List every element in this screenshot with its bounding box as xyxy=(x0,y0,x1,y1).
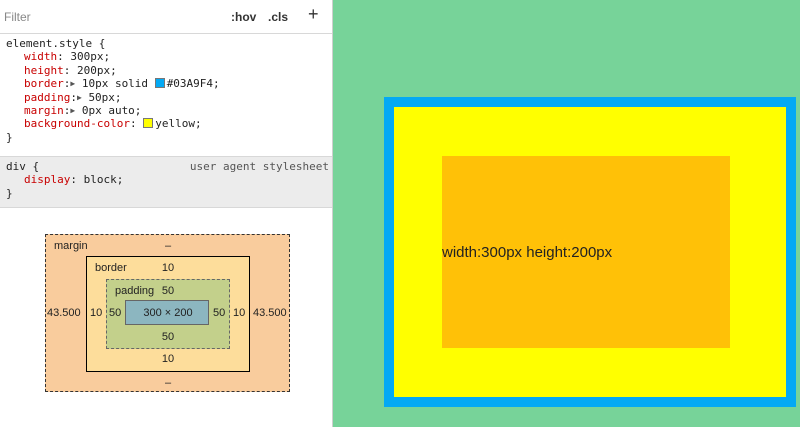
rule-selector: element.style { xyxy=(6,37,106,50)
color-swatch-icon[interactable] xyxy=(154,78,165,89)
declaration-display: display: block; xyxy=(24,173,124,187)
border-left-value[interactable]: 10 xyxy=(90,307,103,319)
cls-toggle-button[interactable]: .cls xyxy=(268,10,289,24)
declaration-margin[interactable]: margin:▶ 0px auto; xyxy=(24,104,142,118)
hov-toggle-button[interactable]: :hov xyxy=(231,10,257,24)
property-value-color[interactable]: yellow; xyxy=(155,117,202,131)
property-name: background-color xyxy=(24,117,130,131)
border-right-value[interactable]: 10 xyxy=(233,307,246,319)
new-style-rule-button[interactable]: + xyxy=(308,4,319,24)
rule-close-brace: } xyxy=(6,130,13,144)
property-value-color[interactable]: #03A9F4; xyxy=(166,77,220,91)
expand-triangle-icon[interactable]: ▶ xyxy=(70,106,76,116)
property-value[interactable]: 50px; xyxy=(88,90,122,104)
preview-text: width:300px height:200px xyxy=(442,244,613,261)
styles-filter-bar: :hov .cls + xyxy=(0,0,332,34)
rule-source-label: user agent stylesheet xyxy=(189,160,329,173)
rule-selector: div { xyxy=(6,160,40,173)
declaration-background-color[interactable]: background-color: yellow; xyxy=(24,117,202,131)
expand-triangle-icon[interactable]: ▶ xyxy=(76,92,82,102)
margin-bottom-value[interactable]: – xyxy=(164,377,172,389)
padding-right-value[interactable]: 50 xyxy=(213,307,226,319)
border-top-value[interactable]: 10 xyxy=(161,262,175,274)
style-rules: element.style { width: 300px; height: 20… xyxy=(0,34,332,208)
property-name: display xyxy=(24,173,71,187)
border-label: border xyxy=(95,262,127,274)
content-size-value[interactable]: 300 × 200 xyxy=(143,307,193,319)
preview-content-area xyxy=(442,156,730,348)
property-value: block; xyxy=(83,173,124,187)
declaration-border[interactable]: border:▶ 10px solid #03A9F4; xyxy=(24,77,220,91)
declaration-height[interactable]: height: 200px; xyxy=(24,63,117,77)
margin-top-value[interactable]: – xyxy=(164,240,172,252)
expand-triangle-icon[interactable]: ▶ xyxy=(70,79,76,89)
user-agent-div-rule: div { user agent stylesheet display: blo… xyxy=(0,156,332,208)
property-name: border xyxy=(24,77,64,91)
padding-bottom-value[interactable]: 50 xyxy=(161,331,175,343)
filter-input[interactable] xyxy=(4,10,204,24)
declaration-width[interactable]: width: 300px; xyxy=(24,50,111,64)
devtools-styles-pane: :hov .cls + element.style { width: 300px… xyxy=(0,0,333,427)
property-name: padding xyxy=(24,90,71,104)
property-name: width xyxy=(24,50,58,64)
property-name: height xyxy=(24,63,64,77)
padding-left-value[interactable]: 50 xyxy=(109,307,122,319)
padding-label: padding xyxy=(115,285,155,297)
padding-top-value[interactable]: 50 xyxy=(161,285,175,297)
margin-label: margin xyxy=(54,240,88,252)
margin-left-value[interactable]: 43.500 xyxy=(47,307,81,319)
border-bottom-value[interactable]: 10 xyxy=(161,353,175,365)
property-value[interactable]: 10px solid xyxy=(81,77,155,91)
margin-right-value[interactable]: 43.500 xyxy=(253,307,287,319)
color-swatch-icon[interactable] xyxy=(143,118,154,129)
rule-close-brace: } xyxy=(6,186,13,200)
property-name: margin xyxy=(24,104,64,118)
box-model-content[interactable] xyxy=(125,300,209,325)
element-style-rule[interactable]: element.style { width: 300px; height: 20… xyxy=(0,34,332,156)
declaration-padding[interactable]: padding:▶ 50px; xyxy=(24,90,122,104)
property-value[interactable]: 200px; xyxy=(77,63,117,77)
property-value[interactable]: 0px auto; xyxy=(81,104,142,118)
property-value[interactable]: 300px; xyxy=(70,50,111,64)
